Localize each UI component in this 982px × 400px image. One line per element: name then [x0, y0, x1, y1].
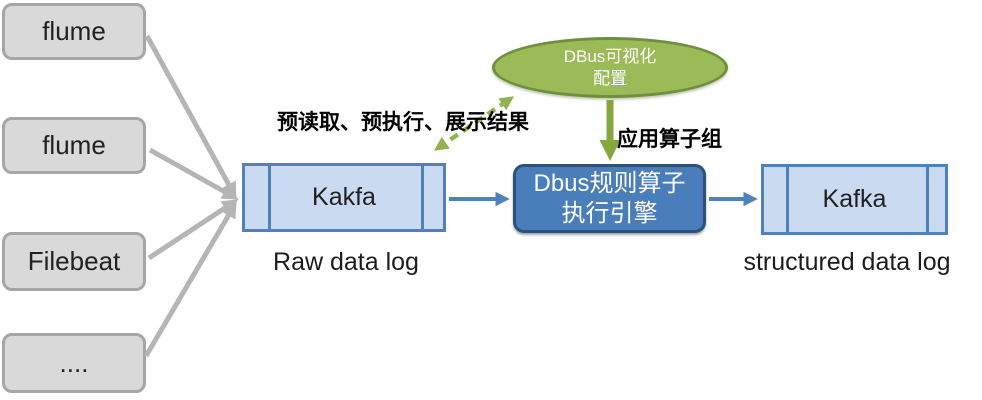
rule-engine-label-line1: Dbus规则算子 — [533, 170, 686, 198]
raw-kafka-caption: Raw data log — [273, 248, 419, 276]
partition-divider — [421, 166, 424, 229]
source-node-label: .... — [59, 347, 89, 378]
rule-engine-node: Dbus规则算子 执行引擎 — [513, 164, 706, 233]
source-node-others: .... — [2, 333, 146, 393]
source-node-label: Filebeat — [27, 246, 121, 276]
apply-operators-annotation: 应用算子组 — [617, 128, 722, 151]
preview-annotation: 预读取、预执行、展示结果 — [277, 111, 529, 134]
source-node-filebeat: Filebeat — [2, 232, 146, 291]
others-to-kafka-arrow — [143, 201, 237, 358]
dbus-config-node: DBus可视化 配置 — [492, 37, 728, 98]
structured-kafka-node: Kafka — [761, 164, 948, 235]
raw-kafka-node: Kakfa — [242, 163, 446, 232]
source-node-flume-1: flume — [2, 3, 146, 60]
partition-divider — [926, 167, 929, 232]
filebeat-to-kafka-arrow — [147, 199, 239, 261]
dbus-config-label-line2: 配置 — [593, 68, 627, 88]
source-node-label: flume — [42, 16, 106, 46]
flume1-to-kafka-arrow — [144, 34, 237, 199]
source-node-flume-2: flume — [2, 117, 146, 174]
structured-kafka-label: Kafka — [822, 185, 887, 213]
dbus-config-label-line1: DBus可视化 — [563, 47, 657, 67]
structured-kafka-caption: structured data log — [743, 248, 951, 276]
partition-divider — [268, 166, 271, 229]
rule-engine-label-line2: 执行引擎 — [561, 199, 658, 227]
raw-kafka-label: Kakfa — [312, 183, 376, 211]
source-node-label: flume — [42, 130, 106, 160]
partition-divider — [786, 167, 789, 232]
flume2-to-kafka-arrow — [148, 147, 239, 200]
